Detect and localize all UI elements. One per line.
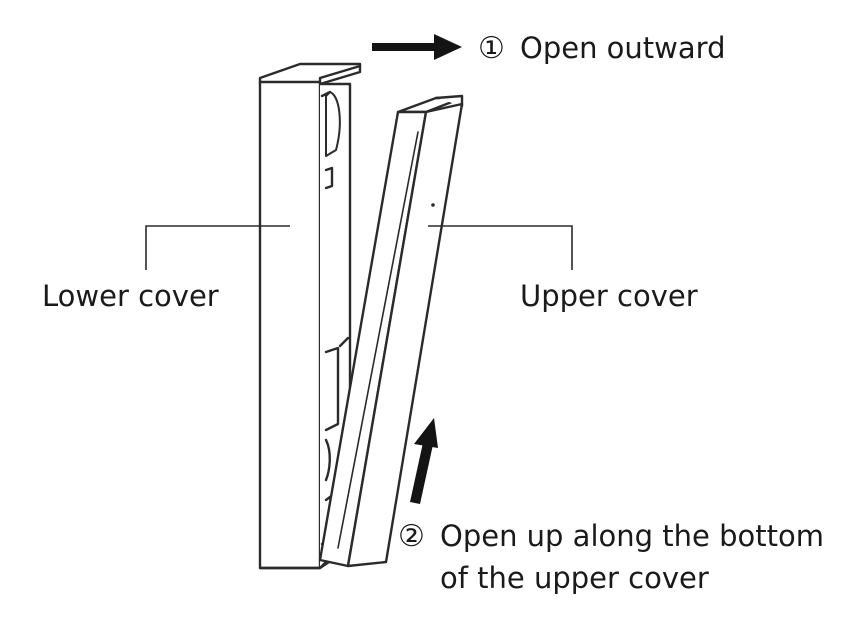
leader-lines [145, 225, 573, 270]
upper-cover-leader [428, 225, 573, 270]
step-2-text-line1: Open up along the bottom [440, 519, 824, 553]
arrow-right-icon [372, 34, 462, 60]
lower-cover-label: Lower cover [42, 279, 219, 313]
arrow-up-icon [410, 418, 438, 504]
step-1-marker: ① [478, 31, 505, 66]
step-2-text-line2: of the upper cover [440, 561, 709, 595]
step-1-text: Open outward [520, 31, 725, 65]
upper-cover-illustration [318, 94, 464, 568]
step-2-marker: ② [398, 519, 425, 554]
upper-cover-label: Upper cover [520, 279, 698, 313]
lower-cover-leader [145, 225, 290, 270]
